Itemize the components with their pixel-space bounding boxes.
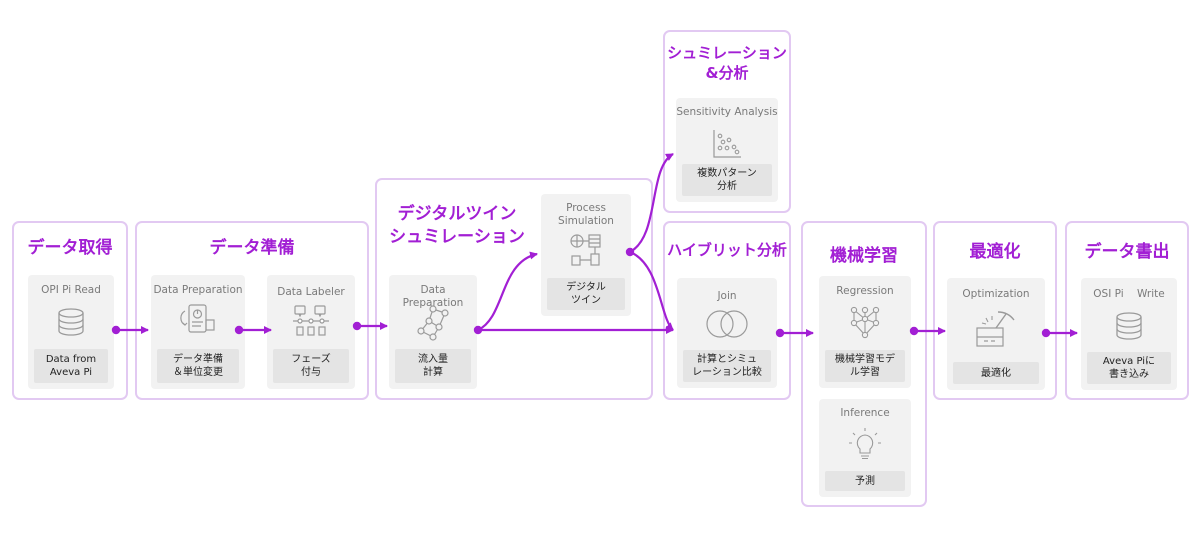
lightbulb-icon xyxy=(849,428,881,460)
group-title: データ準備 xyxy=(209,238,295,258)
card-optimization[interactable]: Optimization 最適化 xyxy=(947,278,1045,390)
card-footer: 機械学習モデ ル学習 xyxy=(825,350,905,382)
card-label: Inference xyxy=(840,407,890,419)
group-title: 最適化 xyxy=(969,242,1021,262)
card-footer: Data from Aveva Pi xyxy=(34,349,108,383)
group-hybrid-analysis: ハイブリット分析 Join 計算とシミュ レーション比較 xyxy=(663,221,791,400)
scatter-icon xyxy=(713,130,741,158)
card-label: OSI Pi Write xyxy=(1093,288,1165,300)
group-digital-twin-simulation: デジタルツイン シュミレーション Data Preparation 流入量 計算… xyxy=(375,178,653,400)
card-footer: デジタル ツイン xyxy=(547,278,625,310)
group-title: データ取得 xyxy=(27,238,113,258)
group-simulation-analysis: シュミレーション &分析 Sensitivity Analysis 複数パターン… xyxy=(663,30,791,213)
card-label: Data Preparation xyxy=(402,284,464,309)
card-data-labeler[interactable]: Data Labeler フェーズ 付与 xyxy=(267,275,355,389)
card-footer: 予測 xyxy=(825,471,905,491)
group-data-acquisition: データ取得 OPI Pi Read Data from Aveva Pi xyxy=(12,221,128,400)
group-title: ハイブリット分析 xyxy=(667,241,787,259)
card-label: Optimization xyxy=(962,288,1030,300)
card-footer: フェーズ 付与 xyxy=(273,349,349,383)
database-icon xyxy=(1116,312,1142,340)
card-opi-pi-read[interactable]: OPI Pi Read Data from Aveva Pi xyxy=(28,275,114,389)
group-data-preparation: データ準備 Data Preparation データ準備 ＆単位変更 Data … xyxy=(135,221,369,400)
card-label: OPI Pi Read xyxy=(41,284,101,296)
group-title: データ書出 xyxy=(1084,242,1170,262)
card-data-preparation-2[interactable]: Data Preparation 流入量 計算 xyxy=(389,275,477,389)
card-inference[interactable]: Inference 予測 xyxy=(819,399,911,497)
card-regression[interactable]: Regression 機械学習モデ ル学習 xyxy=(819,276,911,388)
card-osi-pi-write[interactable]: OSI Pi Write Aveva Piに 書き込み xyxy=(1081,278,1177,390)
process-icon xyxy=(570,234,601,266)
neural-icon xyxy=(850,306,880,339)
database-icon xyxy=(58,308,84,336)
card-sensitivity-analysis[interactable]: Sensitivity Analysis 複数パターン 分析 xyxy=(676,98,778,202)
card-join[interactable]: Join 計算とシミュ レーション比較 xyxy=(677,278,777,388)
card-footer: データ準備 ＆単位変更 xyxy=(157,349,239,383)
labeler-icon xyxy=(293,305,329,336)
card-label: Data Labeler xyxy=(277,286,345,298)
card-footer: 流入量 計算 xyxy=(395,349,471,383)
card-footer: 最適化 xyxy=(953,362,1039,384)
card-footer: 複数パターン 分析 xyxy=(682,164,772,196)
clipboard-chart-icon xyxy=(180,304,215,333)
pickaxe-icon xyxy=(976,311,1015,347)
network-icon xyxy=(417,305,449,341)
card-data-preparation[interactable]: Data Preparation データ準備 ＆単位変更 xyxy=(151,275,245,389)
group-optimization: 最適化 Optimization 最適化 xyxy=(933,221,1057,400)
card-footer: Aveva Piに 書き込み xyxy=(1087,352,1171,384)
venn-icon xyxy=(706,310,748,338)
card-label: Data Preparation xyxy=(153,284,243,296)
group-title: シュミレーション &分析 xyxy=(667,44,787,82)
card-process-simulation[interactable]: Process Simulation デジタル ツイン xyxy=(541,194,631,316)
card-label: Process Simulation xyxy=(558,202,614,227)
group-data-write: データ書出 OSI Pi Write Aveva Piに 書き込み xyxy=(1065,221,1189,400)
card-label: Regression xyxy=(836,285,894,297)
group-title: 機械学習 xyxy=(830,246,898,266)
card-label: Join xyxy=(717,290,737,302)
card-label: Sensitivity Analysis xyxy=(676,106,778,118)
card-footer: 計算とシミュ レーション比較 xyxy=(683,350,771,382)
group-title: デジタルツイン シュミレーション xyxy=(389,204,525,247)
group-machine-learning: 機械学習 Regression 機械学習モデ ル学習 Inference xyxy=(801,221,927,507)
